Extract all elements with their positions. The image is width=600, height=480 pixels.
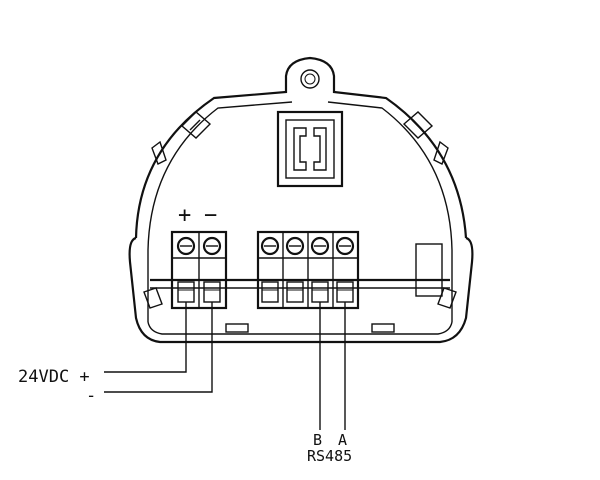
wire-positive [104,302,187,373]
housing-outline [128,56,474,344]
bottom-tabs [225,323,395,333]
side-component [415,243,443,297]
wires [104,302,346,430]
a-label: A [338,431,347,449]
minus-label: − [204,203,217,228]
plus-label: + [178,203,191,228]
rs485-terminal-block [256,230,360,310]
mounting-hole [300,69,320,89]
power-negative-label: - [86,386,96,406]
corner-clips [143,111,457,309]
wire-negative [104,302,213,393]
power-terminal-block [170,230,228,310]
b-label: B [313,431,322,449]
central-connector [276,110,344,188]
rs485-label: RS485 [307,447,352,465]
power-label: 24VDC + [18,367,90,387]
